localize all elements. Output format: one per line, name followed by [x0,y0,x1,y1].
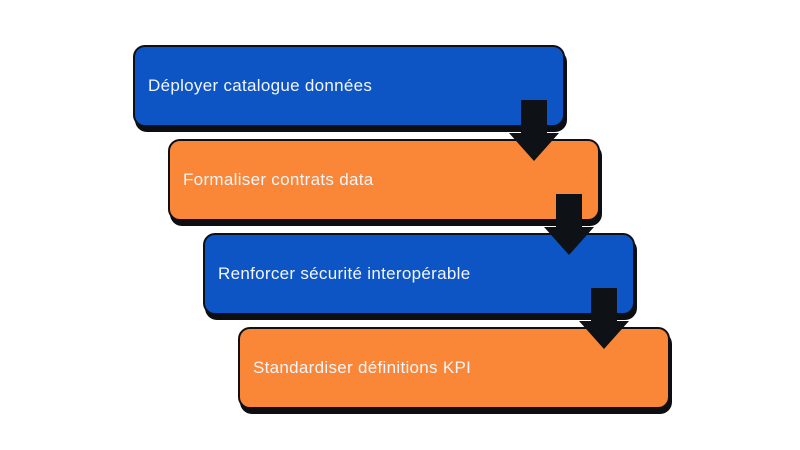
step-label-4: Standardiser définitions KPI [253,357,472,377]
step-label-2: Formaliser contrats data [183,169,374,189]
down-arrow-shape [579,288,629,349]
step-label-3: Renforcer sécurité interopérable [218,263,471,283]
down-arrow-icon [579,288,629,349]
down-arrow-icon [509,100,559,161]
step-box-1[interactable]: Déployer catalogue données [133,45,565,127]
down-arrow-icon [544,194,594,255]
step-box-4[interactable]: Standardiser définitions KPI [238,327,670,409]
down-arrow-shape [509,100,559,161]
step-box-3[interactable]: Renforcer sécurité interopérable [203,233,635,315]
step-label-1: Déployer catalogue données [148,75,373,95]
down-arrow-shape [544,194,594,255]
